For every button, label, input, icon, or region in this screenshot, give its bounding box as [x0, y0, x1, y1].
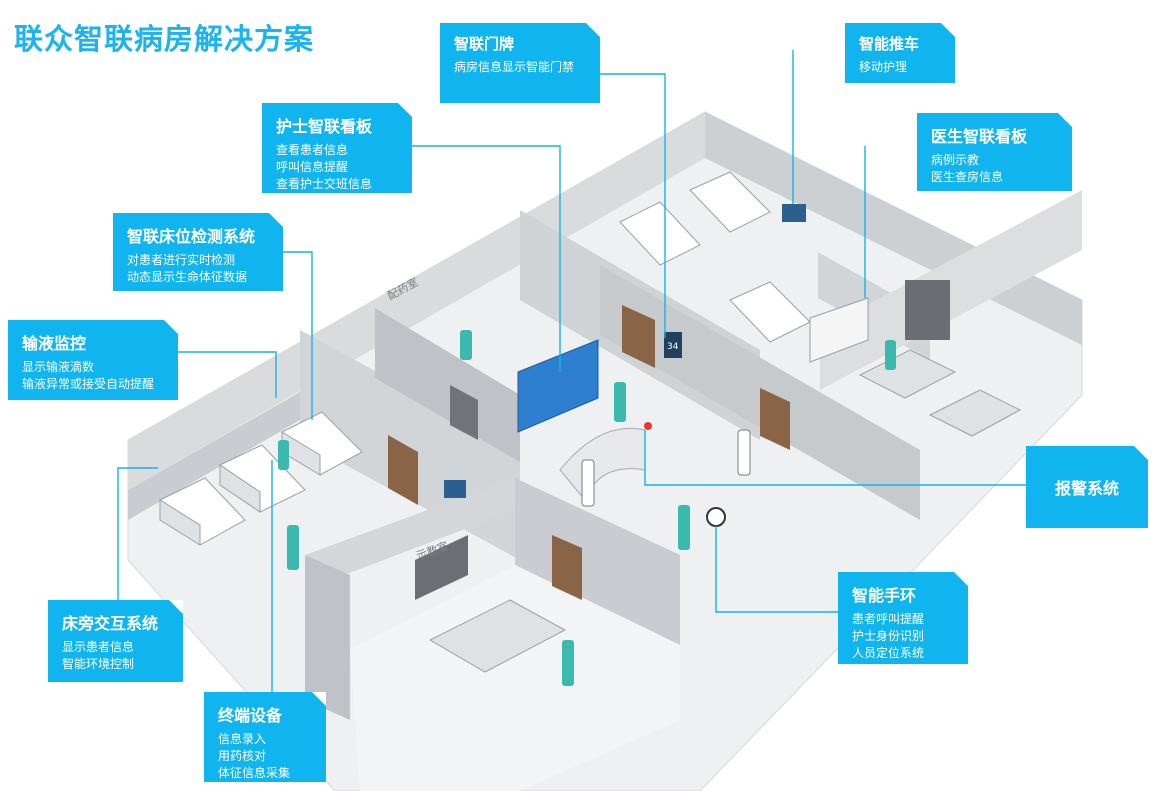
callout-line: 查看护士交班信息 — [276, 177, 373, 191]
callout-title: 床旁交互系统 — [62, 614, 159, 633]
teaching-room-floor — [350, 565, 680, 791]
callout-line: 显示患者信息 — [62, 640, 135, 654]
callout-title: 智能手环 — [852, 586, 917, 605]
door-sign-display — [664, 332, 682, 358]
callout-line: 信息录入 — [218, 732, 267, 746]
callout-title: 医生智联看板 — [931, 127, 1028, 146]
partition-wall-g — [820, 190, 1082, 390]
callout-bedside: 床旁交互系统 显示患者信息 智能环境控制 — [48, 600, 183, 682]
terminal-monitor — [444, 480, 466, 498]
door-sign-number: 34 — [667, 342, 679, 352]
callout-line: 用药核对 — [218, 749, 267, 763]
callout-line: 显示输液滴数 — [22, 360, 95, 374]
teaching-table — [428, 599, 567, 673]
callout-smart-band: 智能手环 患者呼叫提醒 护士身份识别 人员定位系统 — [838, 572, 968, 664]
callout-line: 人员定位系统 — [852, 646, 925, 660]
callout-line: 移动护理 — [859, 60, 908, 74]
callout-line: 动态显示生命体征数据 — [127, 270, 248, 284]
connector-lines — [117, 50, 1026, 692]
doctor-cabinet — [905, 280, 950, 340]
callout-line: 病房信息显示智能门禁 — [454, 60, 575, 74]
callout-door-sign: 智联门牌 病房信息显示智能门禁 — [440, 23, 600, 103]
callout-terminal: 终端设备 信息录入 用药核对 体征信息采集 — [204, 692, 326, 782]
door-teaching — [552, 535, 582, 600]
door-dispensary — [450, 385, 478, 440]
smart-cart-monitor — [782, 204, 806, 222]
callout-nurse-board: 护士智联看板 查看患者信息 呼叫信息提醒 查看护士交班信息 — [262, 103, 412, 193]
door-ward-left — [388, 435, 418, 505]
callout-line: 输液异常或接受自动提醒 — [22, 377, 155, 391]
patient-figures — [581, 429, 751, 507]
partition-wall-a — [128, 392, 300, 520]
partition-wall-j — [305, 555, 350, 720]
callout-title: 智联门牌 — [454, 35, 515, 53]
nurse-figures — [278, 330, 896, 686]
page-title: 联众智联病房解决方案 — [14, 22, 315, 56]
partition-wall-i — [515, 478, 680, 645]
bed-2 — [219, 444, 306, 513]
teaching-board — [415, 535, 468, 600]
callout-bed-monitor: 智联床位检测系统 对患者进行实时检测 动态显示生命体征数据 — [113, 213, 283, 291]
callout-smart-cart: 智能推车 移动护理 — [845, 23, 955, 83]
callout-title: 护士智联看板 — [276, 117, 373, 136]
callout-line: 查看患者信息 — [276, 143, 349, 157]
smart-band-device — [706, 507, 726, 527]
callout-alarm: 报警系统 — [1026, 446, 1148, 528]
callout-doctor-board: 医生智联看板 病例示教 医生查房信息 — [917, 113, 1072, 191]
bed-1 — [159, 477, 246, 546]
callout-title: 智联床位检测系统 — [127, 227, 256, 246]
back-wall-left — [128, 112, 705, 490]
door-doctor-room — [760, 388, 790, 450]
callout-line: 医生查房信息 — [931, 170, 1004, 184]
nurse-board-screen — [517, 339, 599, 433]
callout-line: 呼叫信息提醒 — [276, 160, 349, 174]
partition-wall-h — [305, 478, 515, 590]
bed-5 — [689, 171, 771, 233]
callout-infusion: 输液监控 显示输液滴数 输液异常或接受自动提醒 — [8, 320, 178, 400]
callout-line: 护士身份识别 — [852, 629, 925, 643]
callout-title: 终端设备 — [218, 706, 283, 725]
callout-line: 对患者进行实时检测 — [127, 253, 236, 267]
door-ward-right — [622, 305, 655, 368]
bed-4 — [619, 201, 701, 266]
callout-line: 智能环境控制 — [62, 657, 135, 671]
callout-title: 报警系统 — [1054, 479, 1119, 498]
callout-line: 体征信息采集 — [218, 766, 291, 780]
partition-wall-c — [375, 308, 520, 462]
doctor-board-screen — [809, 297, 869, 363]
alarm-light — [644, 422, 652, 430]
callout-line: 病例示教 — [931, 153, 980, 167]
callout-title: 输液监控 — [22, 334, 87, 353]
bed-3 — [281, 411, 363, 476]
callout-title: 智能推车 — [859, 35, 920, 53]
doctor-desk-2 — [928, 389, 1022, 437]
callout-line: 患者呼叫提醒 — [852, 612, 925, 626]
